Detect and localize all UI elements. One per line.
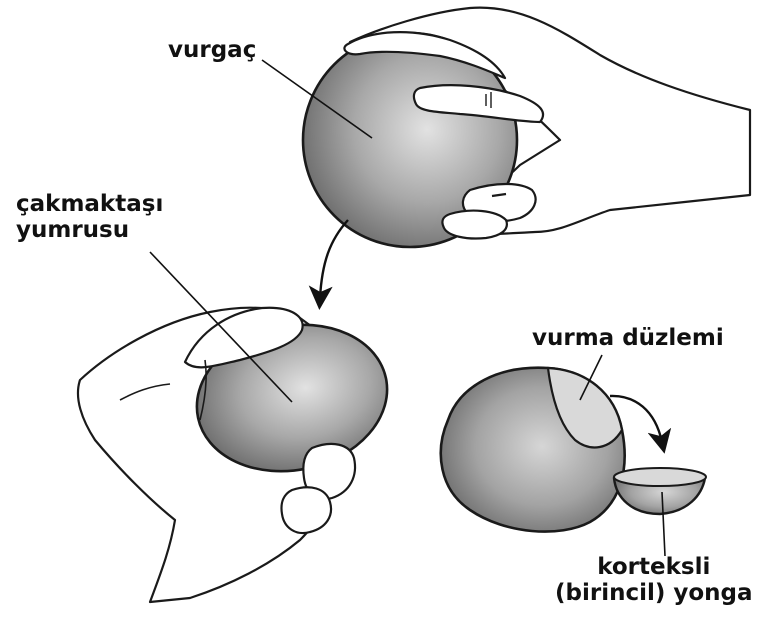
label-primary-flake-line1: korteksli bbox=[555, 555, 753, 581]
label-hammerstone: vurgaç bbox=[168, 38, 256, 64]
label-flint-nodule: çakmaktaşı yumrusu bbox=[16, 192, 163, 244]
struck-core bbox=[441, 368, 625, 532]
cortical-flake bbox=[614, 468, 706, 514]
label-flint-nodule-line1: çakmaktaşı bbox=[16, 192, 163, 218]
label-primary-flake-line2: (birincil) yonga bbox=[555, 581, 753, 607]
label-flint-nodule-line2: yumrusu bbox=[16, 218, 163, 244]
label-primary-flake: korteksli (birincil) yonga bbox=[555, 555, 753, 607]
strike-arrow bbox=[320, 220, 348, 298]
label-striking-platform: vurma düzlemi bbox=[532, 326, 724, 352]
